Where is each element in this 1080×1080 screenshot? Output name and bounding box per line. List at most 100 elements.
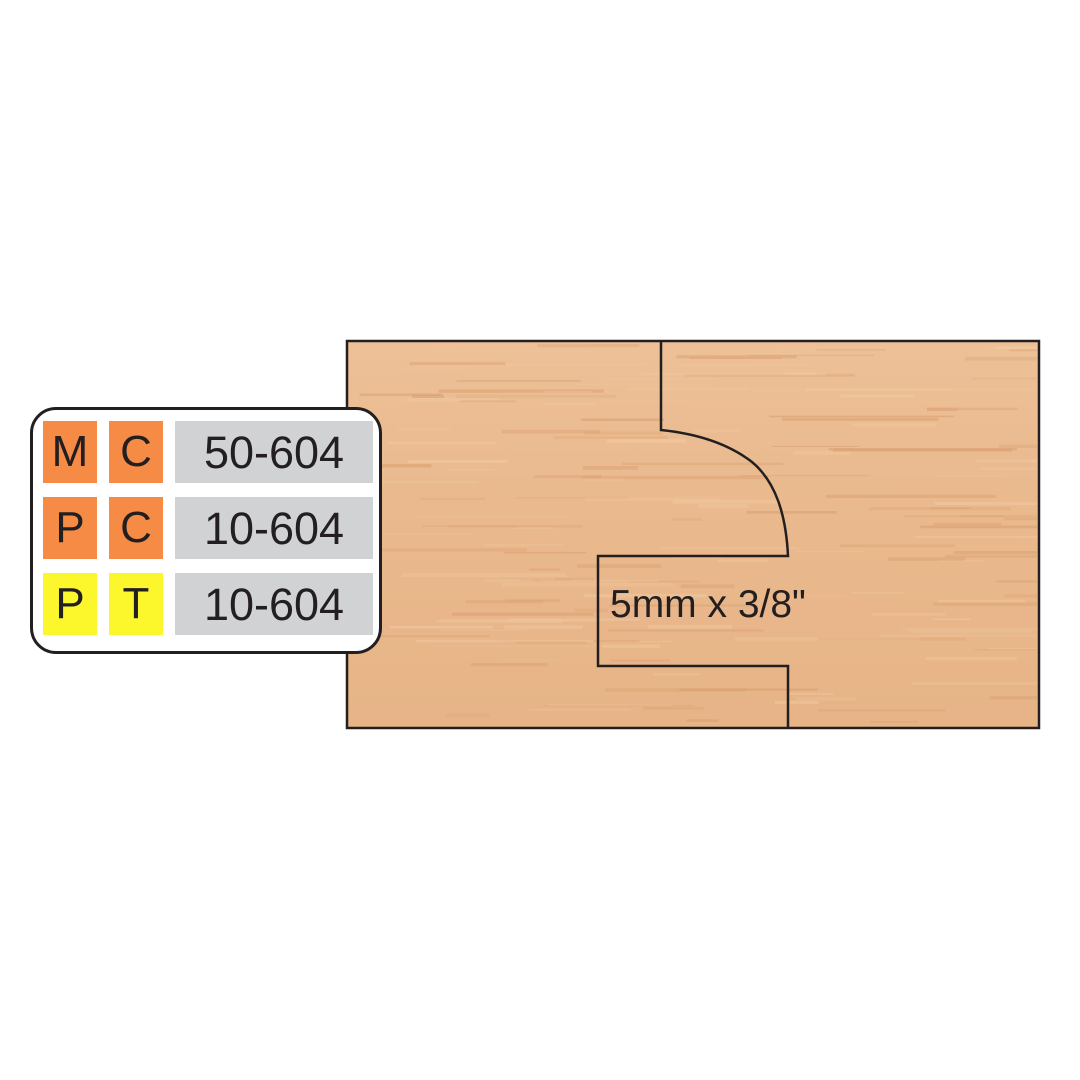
grain-streak [661, 547, 800, 549]
grain-streak [585, 497, 721, 501]
grain-streak [456, 380, 581, 382]
grain-streak [455, 394, 617, 398]
grain-streak [781, 346, 815, 349]
product-code: 10-604 [175, 497, 373, 559]
grain-streak [796, 697, 857, 701]
grain-streak [541, 579, 659, 582]
grain-streak [515, 496, 627, 499]
grain-streak [774, 700, 819, 704]
grain-streak [508, 618, 640, 621]
grain-streak [995, 580, 1037, 583]
grain-streak [432, 645, 606, 648]
grain-streak [805, 388, 954, 391]
grain-streak [369, 532, 470, 536]
grain-streak [684, 373, 855, 377]
grain-streak [932, 618, 971, 621]
grain-streak [850, 592, 903, 594]
grain-streak [582, 475, 769, 480]
grain-streak [840, 544, 955, 548]
grain-streak [739, 475, 871, 477]
grain-streak [422, 525, 519, 527]
grain-streak [903, 515, 1004, 518]
wood-grain [351, 344, 1037, 724]
grain-streak [996, 346, 1037, 349]
profile-dimension-label: 5mm x 3/8" [610, 583, 806, 626]
grain-streak [679, 688, 818, 691]
grain-streak [419, 497, 485, 501]
grain-streak [438, 619, 563, 623]
grain-streak [451, 612, 594, 616]
grain-streak [716, 353, 798, 356]
grain-streak [734, 637, 920, 641]
grain-streak [484, 579, 534, 582]
grain-streak [717, 559, 767, 562]
grain-streak [542, 403, 596, 406]
grain-streak [470, 663, 548, 667]
grain-streak [622, 462, 783, 466]
grain-streak [796, 550, 864, 553]
grain-streak [879, 634, 1037, 638]
grain-streak [746, 511, 837, 514]
grain-streak [1009, 349, 1037, 352]
grain-streak [933, 602, 1037, 606]
grain-streak [543, 391, 593, 393]
grain-streak [604, 688, 746, 692]
grain-streak [672, 499, 778, 504]
badge-letter: T [109, 573, 163, 635]
grain-streak [953, 551, 1037, 554]
grain-streak [577, 564, 662, 568]
grain-streak [828, 448, 1017, 451]
grain-streak [974, 649, 1037, 651]
grain-streak [351, 464, 432, 468]
product-code-table: M C 50-604 P C 10-604 P T 10-604 [30, 407, 382, 654]
grain-streak [934, 502, 1037, 506]
grain-streak [698, 504, 748, 508]
grain-streak [784, 372, 816, 375]
grain-streak [887, 557, 966, 561]
grain-streak [408, 460, 508, 463]
grain-streak [987, 647, 1037, 650]
grain-streak [871, 613, 946, 616]
grain-streak [626, 387, 750, 391]
grain-streak [537, 344, 640, 348]
grain-streak [771, 445, 860, 447]
grain-streak [387, 441, 497, 445]
grain-streak [582, 477, 625, 481]
grain-streak [574, 608, 608, 613]
grain-streak [363, 548, 527, 552]
grain-streak [529, 709, 631, 711]
badge-letter: P [43, 573, 97, 635]
grain-streak [446, 713, 490, 717]
grain-streak [930, 507, 971, 509]
grain-streak [960, 515, 1037, 518]
grain-streak [434, 620, 601, 622]
grain-streak [920, 525, 1037, 529]
grain-streak [581, 418, 665, 421]
grain-streak [501, 429, 600, 434]
grain-streak [482, 544, 563, 546]
product-code: 10-604 [175, 573, 373, 635]
grain-streak [380, 635, 490, 638]
grain-streak [503, 551, 587, 554]
grain-streak [397, 428, 452, 431]
grain-streak [390, 625, 493, 629]
badge-letter: C [109, 421, 163, 483]
grain-streak [547, 704, 673, 706]
grain-streak [933, 522, 1002, 526]
grain-streak [936, 474, 1006, 477]
grain-streak [554, 577, 595, 581]
grain-streak [753, 389, 824, 392]
grain-streak [407, 397, 498, 402]
grain-streak [686, 719, 719, 722]
cut-profile-line [596, 342, 790, 727]
grain-streak [869, 720, 918, 724]
grain-streak [501, 582, 674, 587]
grain-streak [972, 378, 1037, 380]
grain-streak [647, 624, 732, 629]
grain-streak [989, 696, 1037, 700]
grain-streak [404, 370, 465, 372]
grain-streak [980, 467, 1037, 470]
grain-streak [793, 450, 851, 455]
grain-streak [909, 629, 1032, 634]
grain-streak [501, 659, 559, 661]
